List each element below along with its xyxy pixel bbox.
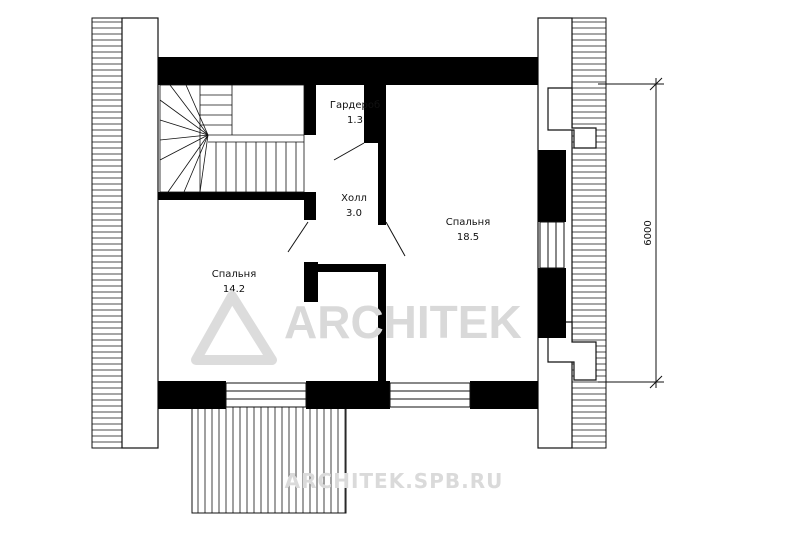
watermark-brand: ARCHITEK [284, 296, 522, 348]
room-area: 3.0 [346, 208, 362, 219]
walls [158, 57, 566, 409]
hatch-line [159, 119, 209, 136]
room-name: Гардероб [330, 100, 380, 111]
room-name: Спальня [212, 269, 257, 280]
hatch-line [167, 134, 209, 193]
dimension-label: 6000 [643, 220, 654, 245]
balcony [191, 404, 347, 514]
windows [225, 221, 565, 408]
watermark-url: ARCHITEK.SPB.RU [285, 469, 504, 493]
hatch-line [159, 134, 209, 161]
dimension-line [598, 77, 664, 389]
hatch-line [185, 84, 209, 136]
watermark-logo-icon [191, 291, 277, 365]
hatch-line [159, 134, 209, 141]
room-area: 18.5 [457, 232, 479, 243]
room-name: Холл [341, 193, 367, 204]
hatch-line [183, 134, 209, 193]
left-roof [91, 17, 159, 449]
hatch-line [159, 99, 209, 136]
room-garderob: Гардероб 1.3 [330, 100, 380, 126]
door-swings [287, 142, 406, 257]
room-name: Спальня [446, 217, 491, 228]
staircase [159, 84, 305, 193]
room-bedroom-left: Спальня 14.2 [212, 269, 257, 295]
room-area: 1.3 [347, 115, 363, 126]
room-hall: Холл 3.0 [341, 193, 367, 219]
room-bedroom-right: Спальня 18.5 [446, 217, 491, 243]
hatch-line [169, 84, 209, 136]
hatch-line [199, 134, 209, 193]
room-area: 14.2 [223, 284, 245, 295]
